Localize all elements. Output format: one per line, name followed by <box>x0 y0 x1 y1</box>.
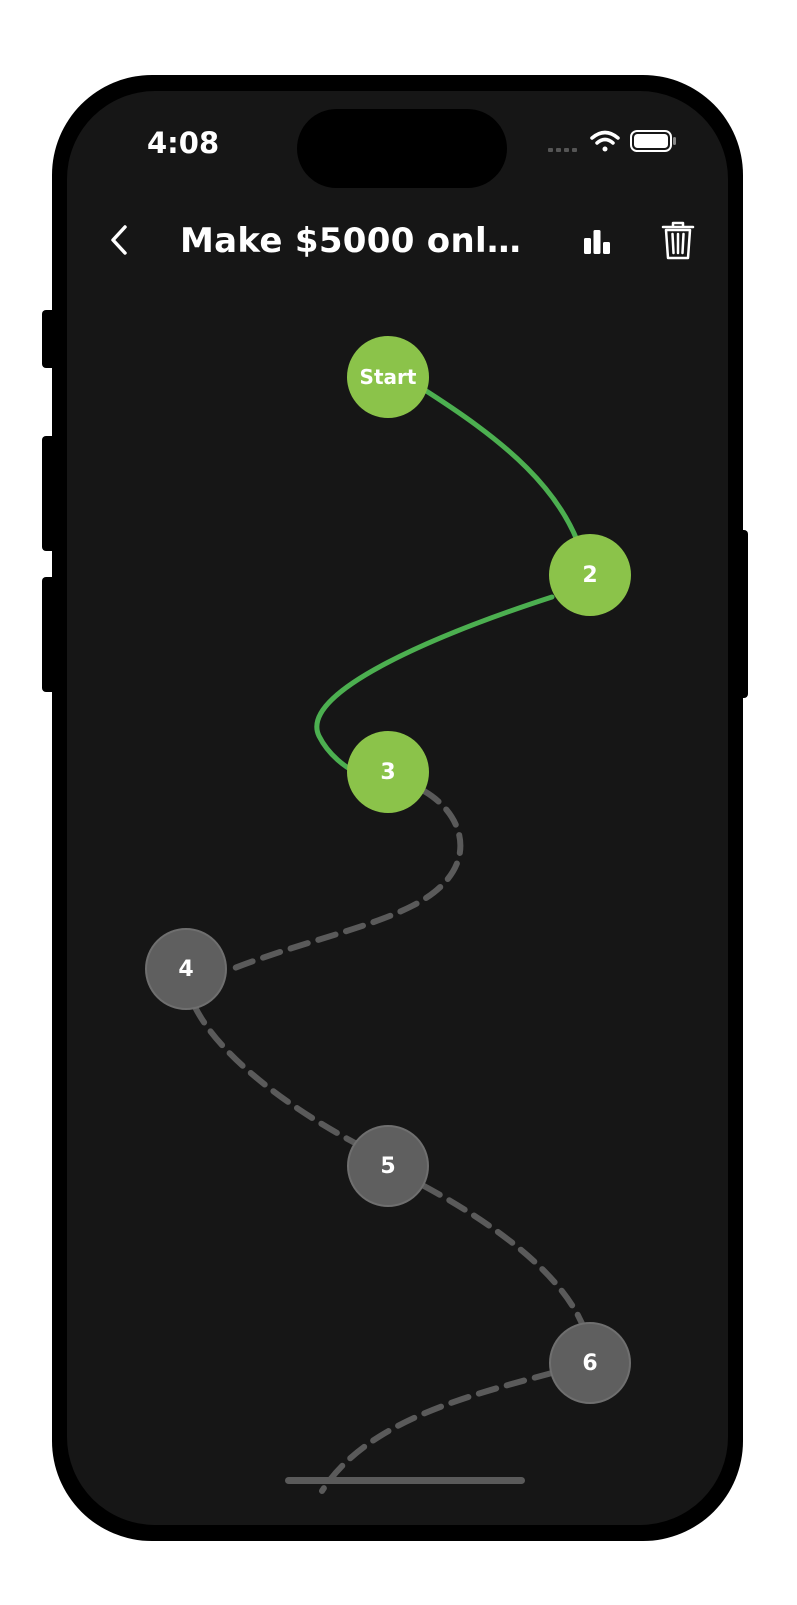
wifi-icon <box>590 130 620 152</box>
stats-button[interactable] <box>572 215 622 267</box>
path-node-4[interactable]: 4 <box>145 928 227 1010</box>
path-node-2[interactable]: 2 <box>549 534 631 616</box>
delete-button[interactable] <box>653 215 703 267</box>
progress-path <box>192 384 590 1494</box>
node-label: 2 <box>582 562 598 588</box>
path-segment-locked <box>319 1370 555 1494</box>
node-label: 3 <box>380 759 396 785</box>
phone-frame: 4:08 Make $5000 on <box>52 75 743 1541</box>
node-label: Start <box>359 365 417 389</box>
battery-icon <box>630 130 676 152</box>
path-node-5[interactable]: 5 <box>347 1125 429 1207</box>
status-icons <box>548 130 676 152</box>
path-node-start[interactable]: Start <box>347 336 429 418</box>
node-label: 4 <box>178 956 194 982</box>
path-segment-locked <box>192 1004 358 1146</box>
app-screen: 4:08 Make $5000 on <box>67 91 728 1525</box>
bar-chart-icon <box>584 230 610 254</box>
node-label: 6 <box>582 1350 598 1376</box>
home-indicator[interactable] <box>285 1477 525 1484</box>
status-time: 4:08 <box>147 126 220 160</box>
path-segment-completed <box>314 594 555 774</box>
back-button[interactable] <box>95 211 143 269</box>
trash-icon <box>661 221 695 260</box>
path-node-3[interactable]: 3 <box>347 731 429 813</box>
path-segment-locked <box>224 788 464 974</box>
chevron-left-icon <box>111 225 127 255</box>
node-label: 5 <box>380 1153 396 1179</box>
cellular-signal-icon <box>548 148 577 152</box>
dynamic-island <box>297 109 507 188</box>
path-segment-locked <box>421 1183 588 1334</box>
path-node-6[interactable]: 6 <box>549 1322 631 1404</box>
